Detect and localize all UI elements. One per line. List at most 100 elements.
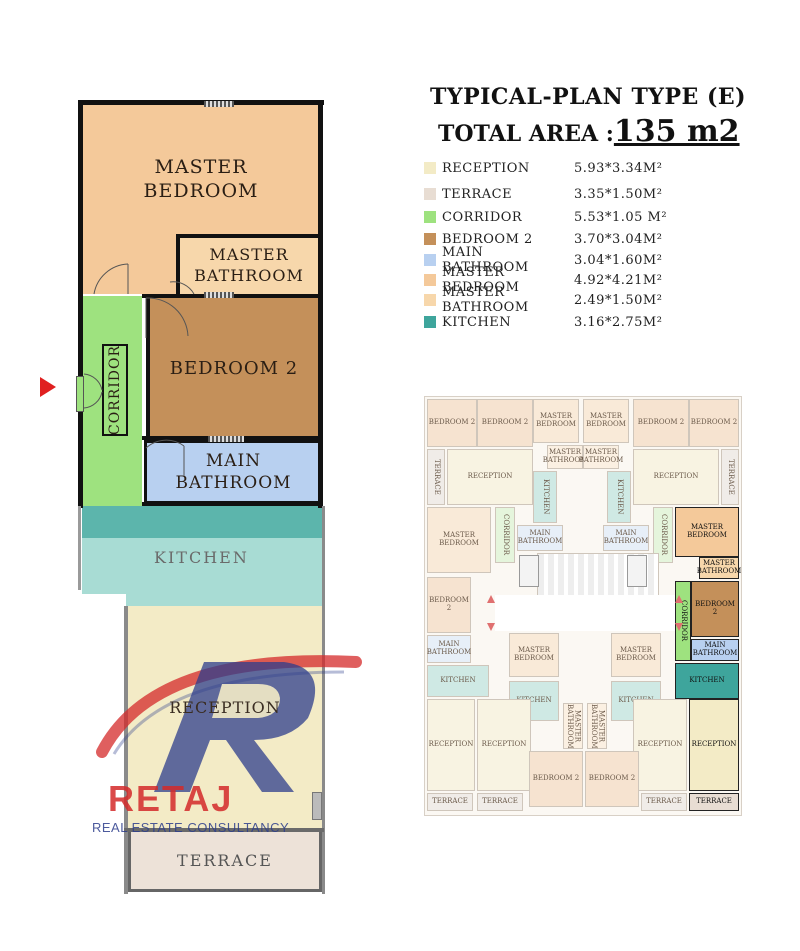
- legend-dim: 3.70*3.04M²: [574, 231, 663, 247]
- mini-bedroom: BEDROOM 2: [477, 399, 533, 447]
- legend-swatch: [424, 188, 436, 200]
- legend-swatch: [424, 316, 436, 328]
- corridor-label-box: CORRIDOR: [102, 344, 128, 436]
- legend-dim: 3.04*1.60M²: [574, 252, 663, 268]
- legend-dim: 3.35*1.50M²: [574, 186, 663, 202]
- legend-dim: 4.92*4.21M²: [574, 272, 663, 288]
- mini-master-bedroom: MASTER BEDROOM: [427, 507, 491, 573]
- mini-e-main-bathroom: MAIN BATHROOM: [691, 639, 739, 661]
- mini-master-bathroom: MASTER BATHROOM: [579, 445, 623, 469]
- mini-corridor: CORRIDOR: [653, 507, 673, 563]
- mini-terrace: TERRACE: [427, 793, 473, 811]
- retaj-tagline: REAL ESTATE CONSULTANCY: [92, 820, 290, 835]
- mini-main-bathroom: MAIN BATHROOM: [603, 525, 649, 551]
- total-area-value: 135 m2: [613, 114, 740, 149]
- legend-swatch: [424, 233, 436, 245]
- legend-dim: 5.93*3.34M²: [574, 160, 663, 176]
- mini-bedroom: BEDROOM 2: [585, 751, 639, 807]
- wall-left-lower: [78, 412, 83, 508]
- wall-reception-bottom: [124, 828, 324, 832]
- legend-name: CORRIDOR: [442, 209, 523, 225]
- retaj-logo-mark-icon: [96, 655, 362, 792]
- mini-terrace: TERRACE: [641, 793, 687, 811]
- legend-name: KITCHEN: [442, 314, 512, 330]
- legend-row-kitchen: KITCHEN 3.16*2.75M²: [424, 312, 662, 332]
- mini-terrace: TERRACE: [721, 449, 739, 505]
- master-bathroom-room: MASTER BATHROOM: [176, 234, 318, 294]
- legend-name: MAIN BATHROOM: [442, 245, 529, 275]
- mini-bedroom: BEDROOM 2: [529, 751, 583, 807]
- mini-bedroom: BEDROOM 2: [689, 399, 739, 447]
- door-swings: [83, 263, 195, 476]
- mini-bedroom: BEDROOM 2: [427, 577, 471, 633]
- mini-kitchen: KITCHEN: [427, 665, 489, 697]
- mini-reception: RECEPTION: [633, 699, 687, 791]
- mini-master-bedroom: MASTER BEDROOM: [611, 633, 661, 677]
- wall-top: [78, 100, 324, 105]
- window-bedroom-top: [204, 292, 234, 298]
- retaj-brand-name: RETAJ: [108, 778, 234, 819]
- window-master-top: [204, 101, 234, 107]
- mini-kitchen: KITCHEN: [607, 471, 631, 523]
- mini-lift: [627, 555, 647, 587]
- mini-e-master-bedroom: MASTER BEDROOM: [675, 507, 739, 557]
- wall-kitchen-left: [78, 506, 81, 590]
- terrace-label: TERRACE: [177, 851, 273, 870]
- bedroom-2-label: BEDROOM 2: [169, 357, 299, 379]
- mini-reception: RECEPTION: [427, 699, 475, 791]
- mini-master-bedroom: MASTER BEDROOM: [533, 399, 579, 443]
- legend-row-bedroom-2: BEDROOM 2 3.70*3.04M²: [424, 229, 662, 249]
- window-bath-top: [208, 436, 244, 442]
- wall-right-upper: [318, 100, 323, 508]
- mini-reception: RECEPTION: [447, 449, 533, 505]
- mini-terrace: TERRACE: [427, 449, 445, 505]
- legend-name: MASTER BEDROOM: [442, 265, 520, 295]
- master-bedroom-label: MASTER BEDROOM: [143, 156, 259, 202]
- legend-name: MASTER BATHROOM: [442, 285, 529, 315]
- mini-bedroom: BEDROOM 2: [427, 399, 477, 447]
- legend-swatch: [424, 162, 436, 174]
- legend-row-terrace: TERRACE 3.35*1.50M²: [424, 184, 662, 204]
- legend-name: RECEPTION: [442, 160, 530, 176]
- legend-swatch: [424, 254, 436, 266]
- entry-door: [76, 376, 84, 412]
- mini-lift: [519, 555, 539, 587]
- legend-row-corridor: CORRIDOR 5.53*1.05 M²: [424, 207, 667, 227]
- mini-e-bedroom-2: BEDROOM 2: [691, 581, 739, 637]
- mini-terrace: TERRACE: [477, 793, 523, 811]
- main-bathroom-label: MAIN BATHROOM: [175, 450, 292, 493]
- terrace-room: TERRACE: [128, 832, 322, 892]
- master-bathroom-label: MASTER BATHROOM: [194, 245, 304, 285]
- mini-reception: RECEPTION: [633, 449, 719, 505]
- bedroom-2-room: BEDROOM 2: [146, 298, 318, 438]
- mini-bedroom: BEDROOM 2: [633, 399, 689, 447]
- mini-reception: RECEPTION: [477, 699, 531, 791]
- mini-main-bathroom: MAIN BATHROOM: [517, 525, 563, 551]
- legend-dim: 2.49*1.50M²: [574, 292, 663, 308]
- mini-e-terrace: TERRACE: [689, 793, 739, 811]
- mini-corridor: CORRIDOR: [495, 507, 515, 563]
- mini-lobby: [495, 595, 675, 631]
- mini-master-bedroom: MASTER BEDROOM: [509, 633, 559, 677]
- legend-name: BEDROOM 2: [442, 231, 533, 247]
- legend-row-master-bedroom: MASTER BEDROOM 4.92*4.21M²: [424, 265, 662, 295]
- legend-dim: 3.16*2.75M²: [574, 314, 663, 330]
- legend-row-main-bathroom: MAIN BATHROOM 3.04*1.60M²: [424, 245, 662, 275]
- mini-kitchen: KITCHEN: [533, 471, 557, 523]
- mini-e-master-bathroom: MASTER BATHROOM: [697, 557, 741, 579]
- total-area: TOTAL AREA :135 m2: [438, 114, 740, 149]
- legend-row-master-bathroom: MASTER BATHROOM 2.49*1.50M²: [424, 285, 662, 315]
- mini-master-bathroom: MASTER BATHROOM: [563, 703, 583, 749]
- mini-master-bedroom: MASTER BEDROOM: [583, 399, 629, 443]
- wall-left-upper: [78, 100, 83, 376]
- total-area-prefix: TOTAL AREA :: [438, 121, 614, 147]
- corridor-room: [82, 296, 142, 506]
- window-reception-right: [312, 792, 322, 820]
- typical-floor-key-plan: BEDROOM 2 BEDROOM 2 MASTER BEDROOM MASTE…: [424, 396, 742, 816]
- mini-main-bathroom: MAIN BATHROOM: [427, 635, 471, 663]
- plan-title: TYPICAL-PLAN TYPE (E): [430, 84, 747, 110]
- legend-dim: 5.53*1.05 M²: [574, 209, 668, 225]
- legend-row-reception: RECEPTION 5.93*3.34M²: [424, 158, 662, 178]
- mini-master-bathroom: MASTER BATHROOM: [543, 445, 587, 469]
- wall-bath-bottom: [142, 502, 322, 506]
